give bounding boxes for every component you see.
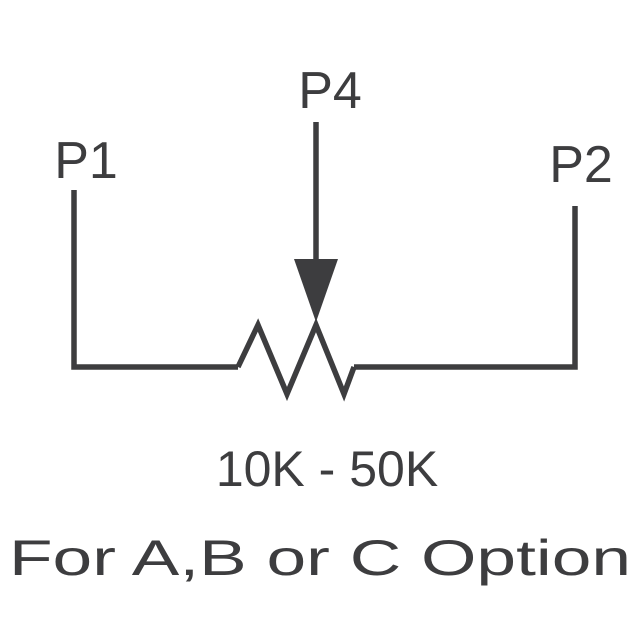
right-lead-wire — [354, 206, 578, 370]
pin-label-p2: P2 — [549, 136, 613, 194]
resistor-zigzag — [235, 317, 357, 402]
resistance-range-label: 10K - 50K — [216, 441, 438, 497]
wiper-arrowhead — [294, 259, 338, 322]
option-note-label: For A,B or C Option — [9, 530, 631, 586]
pin-label-p1: P1 — [54, 132, 118, 190]
pin-label-p4: P4 — [298, 62, 362, 120]
left-lead-wire — [71, 190, 238, 370]
